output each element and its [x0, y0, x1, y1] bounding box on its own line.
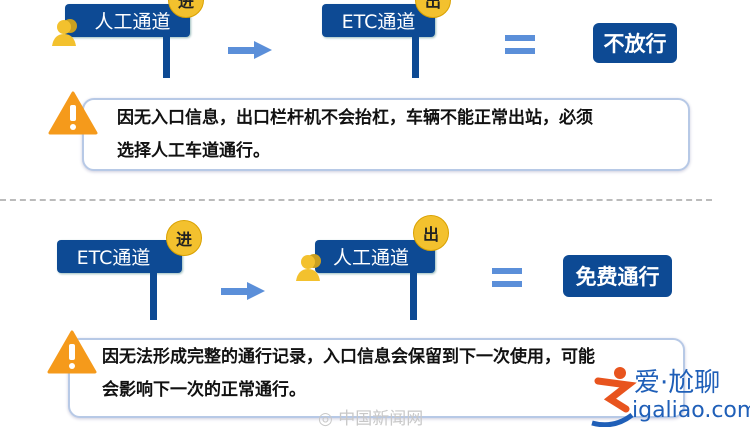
exit-lane-label: ETC通道	[341, 11, 416, 33]
source-watermark: ◎ 中国新闻网	[318, 409, 424, 429]
logo-url: igaliao.com	[632, 398, 750, 423]
equals-icon	[505, 35, 535, 61]
source-watermark-text: 中国新闻网	[338, 409, 424, 429]
exit-lane-sign: ETC通道	[322, 4, 435, 37]
note-line-2: 会影响下一次的正常通行。	[102, 380, 306, 400]
sign-post	[150, 273, 157, 320]
site-logo: 爱·尬聊 igaliao.com	[588, 360, 750, 430]
result-badge: 不放行	[593, 23, 677, 63]
note-text: 因无入口信息，出口栏杆机不会抬杠，车辆不能正常出站，必须选择人工车道通行。	[117, 102, 593, 168]
sign-post	[410, 273, 417, 320]
warning-icon	[47, 330, 97, 374]
note-text: 因无法形成完整的通行记录，入口信息会保留到下一次使用，可能会影响下一次的正常通行…	[102, 341, 595, 407]
divider	[0, 199, 712, 201]
exit-badge: 出	[413, 215, 449, 251]
arrow-right-icon	[228, 41, 272, 59]
entry-lane-sign: ETC通道	[57, 240, 182, 273]
equals-icon	[492, 268, 522, 294]
entry-lane-label: ETC通道	[76, 247, 151, 269]
note-line-2: 选择人工车道通行。	[117, 141, 270, 161]
note-box	[68, 338, 685, 418]
sign-post	[412, 37, 419, 78]
entry-badge: 进	[166, 220, 202, 256]
person-icon	[52, 19, 77, 46]
note-line-1: 因无法形成完整的通行记录，入口信息会保留到下一次使用，可能	[102, 347, 595, 367]
note-line-1: 因无入口信息，出口栏杆机不会抬杠，车辆不能正常出站，必须	[117, 108, 593, 128]
sign-post	[163, 37, 170, 78]
exit-lane-sign: 人工通道	[315, 240, 435, 273]
arrow-right-icon	[221, 282, 265, 300]
entry-lane-sign: 人工通道	[65, 4, 190, 37]
result-badge: 免费通行	[563, 255, 672, 297]
warning-icon	[48, 91, 98, 135]
exit-lane-label: 人工通道	[332, 247, 409, 269]
person-icon	[296, 254, 321, 281]
logo-figure-icon	[591, 367, 637, 427]
note-box	[82, 98, 690, 171]
entry-lane-label: 人工通道	[94, 11, 171, 33]
logo-text: 爱·尬聊	[634, 368, 721, 398]
